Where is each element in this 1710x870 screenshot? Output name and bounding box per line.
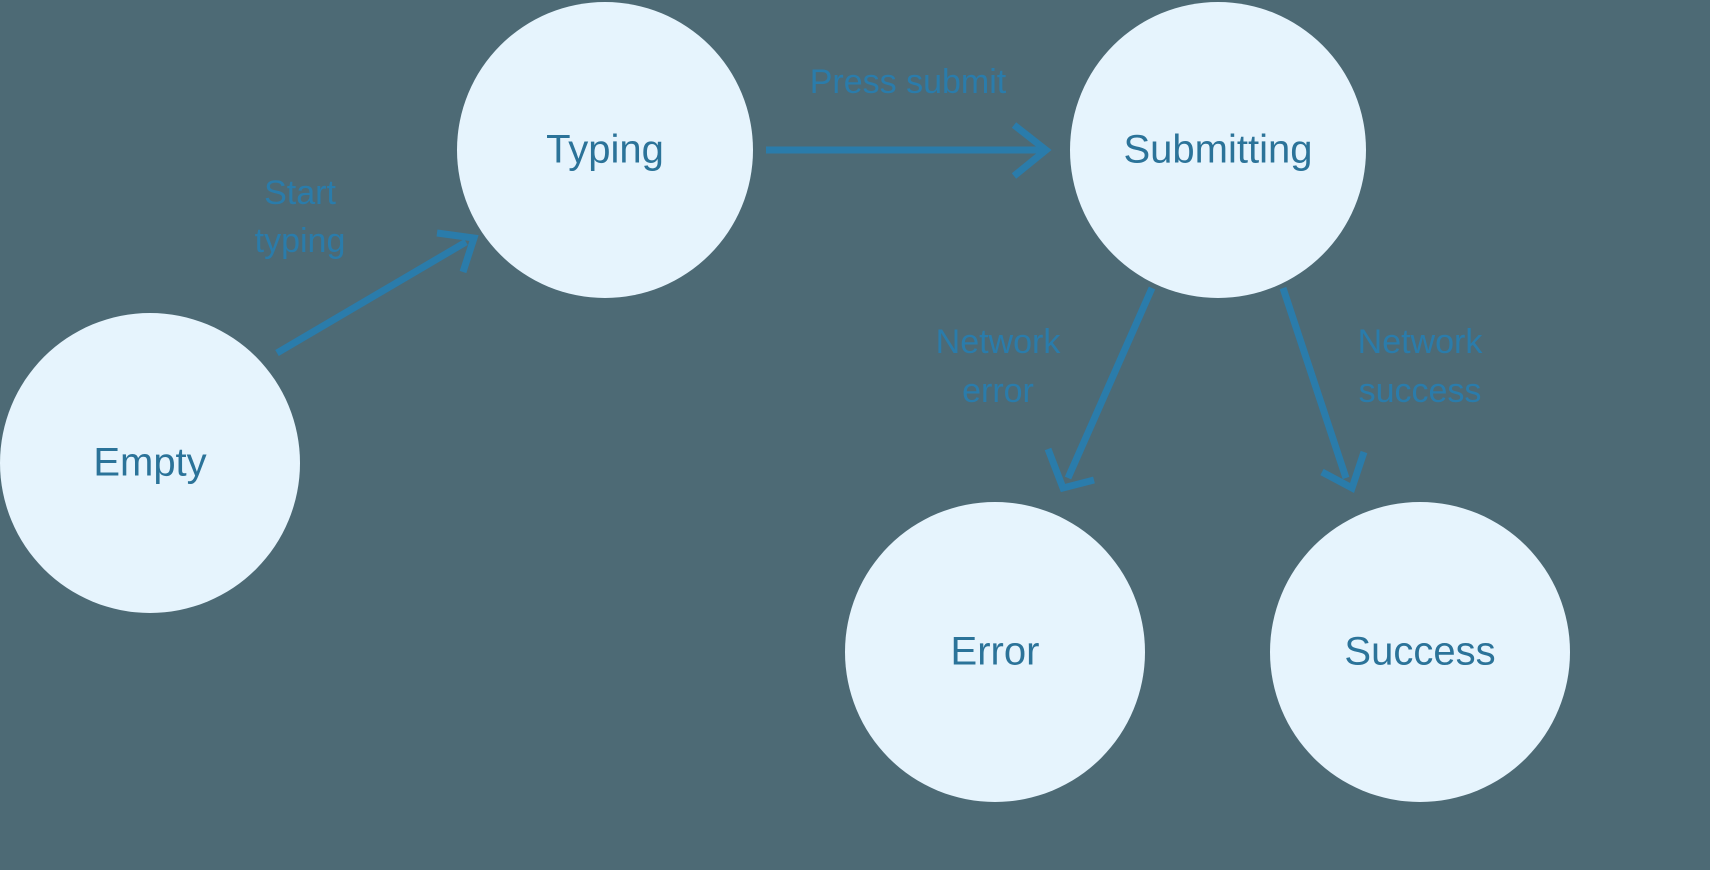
edge-submitting-to-error-line — [1064, 286, 1156, 480]
node-typing[interactable]: Typing — [457, 2, 753, 298]
edge-empty-to-typing-label-line2: typing — [255, 222, 346, 260]
edge-empty-to-typing-line — [275, 238, 468, 357]
edge-typing-to-submitting[interactable]: Press submit — [766, 63, 1052, 179]
node-success-circle — [1270, 502, 1570, 802]
node-error-circle — [845, 502, 1145, 802]
node-success-label: Success — [1344, 630, 1495, 674]
node-empty[interactable]: Empty — [0, 313, 300, 613]
edge-submitting-to-error[interactable]: Network error — [936, 286, 1156, 493]
node-error-label: Error — [951, 630, 1040, 674]
edge-submitting-to-success-arrowhead — [1320, 450, 1368, 494]
edge-submitting-to-error-label-line1: Network — [936, 323, 1062, 361]
edge-typing-to-submitting-label-line1: Press submit — [810, 63, 1007, 101]
node-error[interactable]: Error — [845, 502, 1145, 802]
node-empty-label: Empty — [93, 441, 206, 485]
edge-submitting-to-error-arrowhead — [1044, 447, 1095, 493]
edge-submitting-to-success-line — [1279, 286, 1350, 480]
edge-submitting-to-success-label-line1: Network — [1358, 323, 1484, 361]
edge-empty-to-typing-label-line1: Start — [264, 174, 336, 212]
node-submitting[interactable]: Submitting — [1070, 2, 1366, 298]
node-submitting-circle — [1070, 2, 1366, 298]
node-submitting-label: Submitting — [1124, 128, 1313, 172]
edge-empty-to-typing-arrowhead — [436, 229, 479, 274]
edge-typing-to-submitting-arrowhead — [1011, 122, 1052, 179]
node-success[interactable]: Success — [1270, 502, 1570, 802]
node-empty-circle — [0, 313, 300, 613]
node-typing-label: Typing — [546, 128, 664, 172]
edge-submitting-to-error-label-line2: error — [962, 372, 1034, 410]
edge-empty-to-typing[interactable]: Start typing — [255, 174, 479, 357]
node-typing-circle — [457, 2, 753, 298]
edge-submitting-to-success-label-line2: success — [1359, 372, 1482, 410]
edge-submitting-to-success[interactable]: Network success — [1279, 286, 1484, 494]
